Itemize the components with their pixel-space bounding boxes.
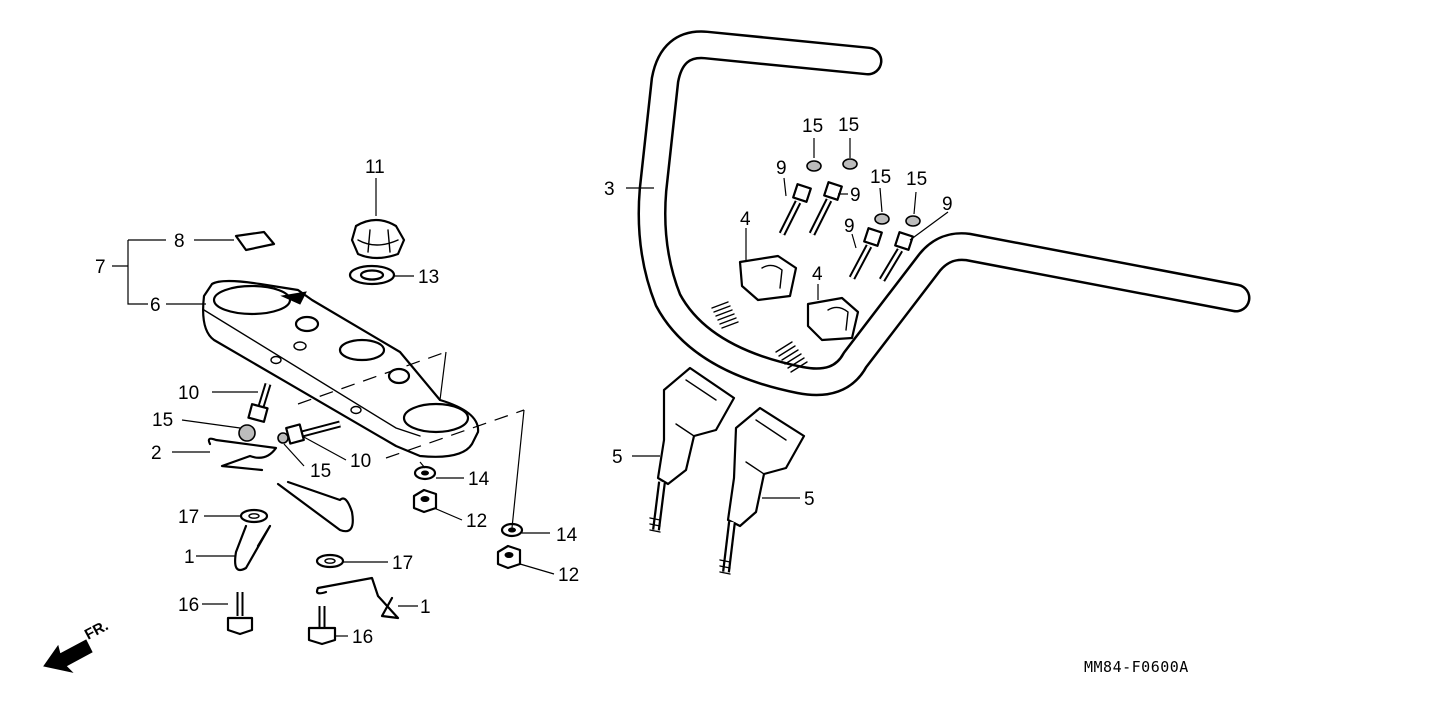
callout-7: 7	[95, 257, 106, 278]
callout-15: 15	[870, 167, 891, 188]
bolt-9b	[808, 181, 843, 236]
bolt-9c	[848, 227, 883, 280]
callout-15: 15	[838, 115, 859, 136]
callout-labels: 1 1 2 3 4 4 5 5 6 7 8 9 9 9 9 10 10 11 1…	[95, 115, 953, 648]
wire-band-right	[315, 576, 400, 620]
bolt-9d	[878, 231, 914, 282]
callout-5: 5	[804, 489, 815, 510]
wire-clip	[207, 437, 354, 533]
callout-9: 9	[776, 158, 787, 179]
callout-14: 14	[556, 525, 578, 546]
nut-12-lower	[496, 544, 522, 570]
washer-17-left	[239, 508, 269, 524]
upper-holder-left	[738, 254, 798, 302]
callout-15: 15	[310, 461, 331, 482]
front-direction-arrow: FR.	[43, 617, 111, 673]
pinch-bolt-lower	[277, 420, 341, 445]
callout-10: 10	[350, 451, 371, 472]
wire-band-left	[234, 524, 272, 572]
callout-9: 9	[844, 216, 855, 237]
callout-9: 9	[850, 185, 861, 206]
knurl-left	[711, 301, 739, 329]
callout-16: 16	[352, 627, 373, 648]
bolt-caps	[806, 158, 921, 227]
callout-13: 13	[418, 267, 439, 288]
callout-10: 10	[178, 383, 199, 404]
callout-15: 15	[802, 116, 823, 137]
callout-17: 17	[392, 553, 413, 574]
handlebar-riser-left	[649, 366, 736, 533]
bolt-16-left	[226, 592, 254, 636]
callout-11: 11	[365, 157, 385, 178]
upper-holder-right	[806, 296, 860, 342]
top-bridge	[202, 279, 480, 458]
callout-12: 12	[466, 511, 487, 532]
callout-5: 5	[612, 447, 623, 468]
callout-16: 16	[178, 595, 199, 616]
callout-3: 3	[604, 179, 615, 200]
washer-17-right	[315, 553, 345, 569]
steering-stem-nut	[350, 218, 406, 260]
callout-4: 4	[740, 209, 751, 230]
washer-14-upper	[413, 465, 437, 481]
leader-lines	[112, 138, 949, 637]
callout-14: 14	[468, 469, 490, 490]
callout-6: 6	[150, 295, 161, 316]
nut-12-upper	[412, 488, 438, 514]
callout-4: 4	[812, 264, 823, 285]
callout-15: 15	[152, 410, 173, 431]
callout-2: 2	[151, 443, 162, 464]
pinch-bolt-upper	[247, 382, 272, 423]
callout-9: 9	[942, 194, 953, 215]
stem-washer	[348, 264, 396, 286]
handlebar-riser-right	[719, 406, 806, 575]
assembly-lines	[297, 351, 525, 529]
bolt-9a	[778, 183, 812, 236]
bolt-16-right	[307, 606, 337, 646]
callout-12: 12	[558, 565, 579, 586]
callout-1: 1	[184, 547, 195, 568]
handlebar	[637, 30, 1251, 397]
diagram-code: MM84-F0600A	[1084, 658, 1189, 676]
handlebar-bolts	[778, 181, 914, 282]
callout-15: 15	[906, 169, 927, 190]
bolt-cap-left	[238, 424, 256, 442]
callout-8: 8	[174, 231, 185, 252]
knurl-right	[775, 341, 808, 373]
callout-1: 1	[420, 597, 431, 618]
callout-17: 17	[178, 507, 199, 528]
emblem	[234, 230, 276, 252]
